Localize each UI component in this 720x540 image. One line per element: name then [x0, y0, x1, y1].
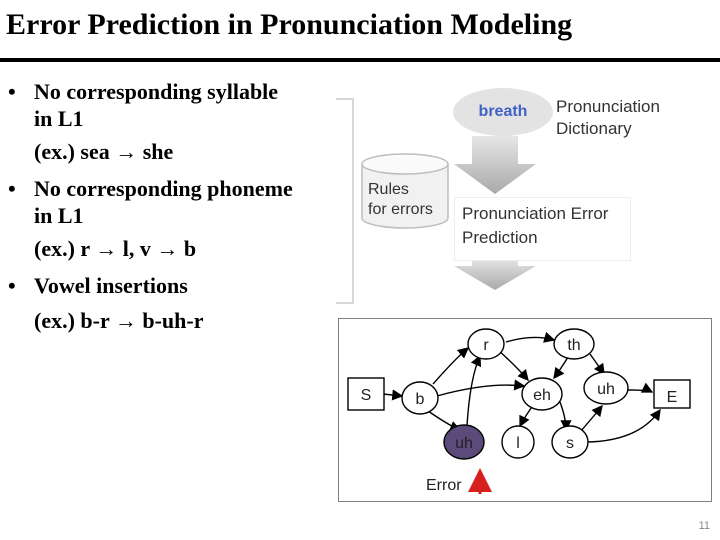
- node-start-label: S: [361, 387, 372, 404]
- prediction-label-line1: Pronunciation Error: [462, 204, 609, 223]
- edge-r-eh: [497, 349, 529, 382]
- dictionary-label-line2: Dictionary: [556, 119, 632, 138]
- title-underline: [0, 58, 720, 62]
- edge-th-uh: [589, 353, 605, 376]
- error-prediction-box: Pronunciation Error Prediction: [455, 198, 630, 260]
- edge-s-b: [382, 389, 404, 401]
- node-l: [501, 425, 535, 459]
- node-th-label: th: [567, 337, 580, 354]
- bullet-marker: •: [8, 176, 16, 201]
- bullet-list: • No corresponding syllable in L1 (ex.) …: [6, 78, 351, 334]
- error-label: Error: [426, 477, 462, 494]
- bullet-text-cont: in L1: [34, 106, 84, 131]
- bullet-item-vowel: • Vowel insertions (ex.) b-r → b-uh-r: [6, 272, 351, 334]
- bullet-text-cont: in L1: [34, 203, 84, 228]
- node-r-label: r: [483, 337, 489, 354]
- node-l-label: l: [516, 435, 520, 452]
- bullet-marker: •: [8, 273, 16, 298]
- rules-label-line2: for errors: [368, 201, 433, 218]
- bullet-text: No corresponding syllable: [34, 79, 279, 104]
- edge-b-r: [432, 347, 470, 385]
- network-nodes: S b r th eh uh l s uh E: [347, 328, 691, 460]
- dictionary-ellipse: breath: [453, 88, 553, 136]
- rules-label-line1: Rules: [368, 181, 409, 198]
- node-uh-inserted: [443, 424, 485, 460]
- pronunciation-network-frame: [338, 318, 712, 502]
- node-uh-end-label: uh: [597, 381, 615, 398]
- prediction-label-line2: Prediction: [462, 228, 538, 247]
- down-arrow-top: [454, 136, 536, 194]
- dictionary-label-line1: Pronunciation: [556, 97, 660, 116]
- dictionary-label: Pronunciation Dictionary: [556, 96, 716, 140]
- bullet-text: Vowel insertions: [34, 273, 188, 298]
- edge-r-th: [505, 331, 556, 343]
- slide-title: Error Prediction in Pronunciation Modeli…: [6, 8, 573, 41]
- pronunciation-network: S b r th eh uh l s uh E Error: [347, 328, 691, 494]
- node-uh-end: [583, 371, 629, 405]
- edge-uh-e: [627, 382, 654, 393]
- node-eh-label: eh: [533, 387, 551, 404]
- flow-arrows: [454, 136, 536, 290]
- rules-label: Rules for errors: [368, 180, 433, 220]
- node-start: [347, 377, 385, 411]
- bullet-item-phoneme: • No corresponding phoneme in L1 (ex.) r…: [6, 175, 351, 262]
- node-end-label: E: [667, 389, 678, 406]
- bullet-example: (ex.) sea → she: [34, 139, 174, 164]
- edge-s-uh: [579, 404, 603, 433]
- node-r: [467, 328, 505, 360]
- node-b: [401, 381, 439, 415]
- edge-eh-s: [559, 401, 572, 432]
- down-arrow-bottom: [454, 258, 536, 290]
- rules-database-icon: [361, 153, 449, 229]
- node-b-label: b: [416, 391, 425, 408]
- bullet-example: (ex.) r → l, v → b: [34, 236, 197, 261]
- page-number: 11: [698, 520, 710, 532]
- edge-uh-r: [466, 354, 482, 427]
- node-th: [553, 328, 595, 360]
- bullet-example: (ex.) b-r → b-uh-r: [34, 308, 204, 333]
- node-eh: [521, 377, 563, 411]
- node-end: [653, 379, 691, 409]
- grouping-bracket: [336, 98, 354, 304]
- bullet-text: No corresponding phoneme: [34, 176, 293, 201]
- node-uh-inserted-label: uh: [455, 435, 473, 452]
- dictionary-word: breath: [478, 103, 528, 120]
- edge-b-eh: [436, 379, 526, 397]
- bullet-item-syllable: • No corresponding syllable in L1 (ex.) …: [6, 78, 351, 165]
- node-s-label: s: [566, 435, 574, 452]
- bullet-marker: •: [8, 79, 16, 104]
- node-s: [551, 425, 589, 459]
- edge-s-e: [583, 408, 661, 443]
